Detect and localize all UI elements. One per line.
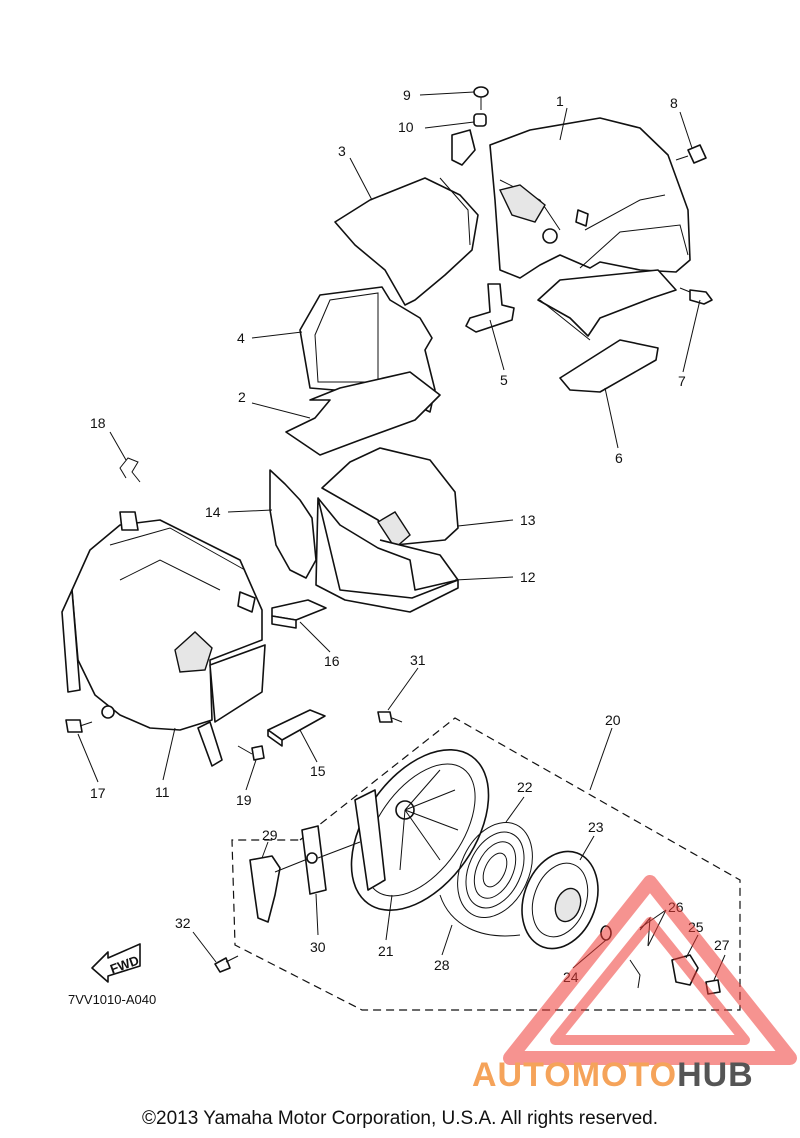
- label-21: 21: [378, 943, 394, 959]
- label-28: 28: [434, 957, 450, 973]
- part-18-clip: [119, 457, 141, 483]
- svg-text:AUTOMOTOHUB: AUTOMOTOHUB: [472, 1056, 754, 1094]
- label-11: 11: [155, 784, 170, 800]
- part-23-pulley: [521, 850, 599, 950]
- bolt-19: [237, 745, 265, 761]
- label-16: 16: [324, 653, 340, 669]
- label-3: 3: [338, 143, 346, 159]
- watermark-word-a: AUTOMOTO: [472, 1056, 677, 1094]
- label-17: 17: [90, 785, 106, 801]
- label-4: 4: [237, 330, 245, 346]
- part-2-panel: [285, 371, 441, 456]
- label-31: 31: [410, 652, 426, 668]
- part-3-panel: [334, 177, 479, 306]
- forward-arrow-icon: FWD: [91, 943, 141, 983]
- bushing-10: [473, 113, 487, 127]
- bolt-7: [679, 287, 713, 305]
- label-6: 6: [615, 450, 623, 466]
- label-18: 18: [90, 415, 106, 431]
- label-14: 14: [205, 504, 221, 520]
- part-16-block: [271, 599, 327, 629]
- bolt-32: [214, 955, 239, 973]
- label-23: 23: [588, 819, 604, 835]
- part-29-handle: [249, 855, 306, 923]
- bolt-17: [65, 719, 93, 733]
- drawing-code: 7VV1010-A040: [68, 992, 156, 1007]
- part-30-plate: [301, 825, 361, 895]
- part-15-block: [267, 709, 326, 747]
- part-5-block: [465, 283, 515, 333]
- label-13: 13: [520, 512, 536, 528]
- bolt-9: [473, 86, 489, 110]
- part-6-block: [559, 339, 659, 393]
- label-5: 5: [500, 372, 508, 388]
- part-11-lower-shroud: [61, 511, 266, 767]
- label-12: 12: [520, 569, 536, 585]
- part-labels: 1 2 3 4 5 6 7 8 9 10 11 12 13 14 15 16 1…: [90, 87, 730, 985]
- label-10: 10: [398, 119, 414, 135]
- starter-assembly-outline: [231, 717, 741, 1011]
- part-28-rope: [439, 894, 521, 937]
- part-14-seal: [269, 469, 317, 579]
- label-15: 15: [310, 763, 326, 779]
- bolt-31: [377, 711, 403, 723]
- part-12-base: [315, 497, 459, 613]
- watermark-logo: AUTOMOTOHUB: [472, 875, 797, 1094]
- part-1-upper-shroud: [451, 117, 691, 341]
- label-2: 2: [238, 389, 246, 405]
- copyright-notice: ©2013 Yamaha Motor Corporation, U.S.A. A…: [142, 1108, 658, 1129]
- label-27: 27: [714, 937, 730, 953]
- label-30: 30: [310, 939, 326, 955]
- label-29: 29: [262, 827, 278, 843]
- part-21-starter-housing: [350, 749, 490, 911]
- watermark-word-b: HUB: [677, 1056, 754, 1094]
- watermark-triangle-icon: [503, 875, 797, 1065]
- label-32: 32: [175, 915, 191, 931]
- label-20: 20: [605, 712, 621, 728]
- label-22: 22: [517, 779, 533, 795]
- bolt-8: [675, 144, 707, 164]
- label-7: 7: [678, 373, 686, 389]
- label-9: 9: [403, 87, 411, 103]
- label-8: 8: [670, 95, 678, 111]
- part-22-spring: [457, 821, 533, 919]
- label-1: 1: [556, 93, 564, 109]
- label-19: 19: [236, 792, 252, 808]
- part-13-cover: [321, 447, 459, 550]
